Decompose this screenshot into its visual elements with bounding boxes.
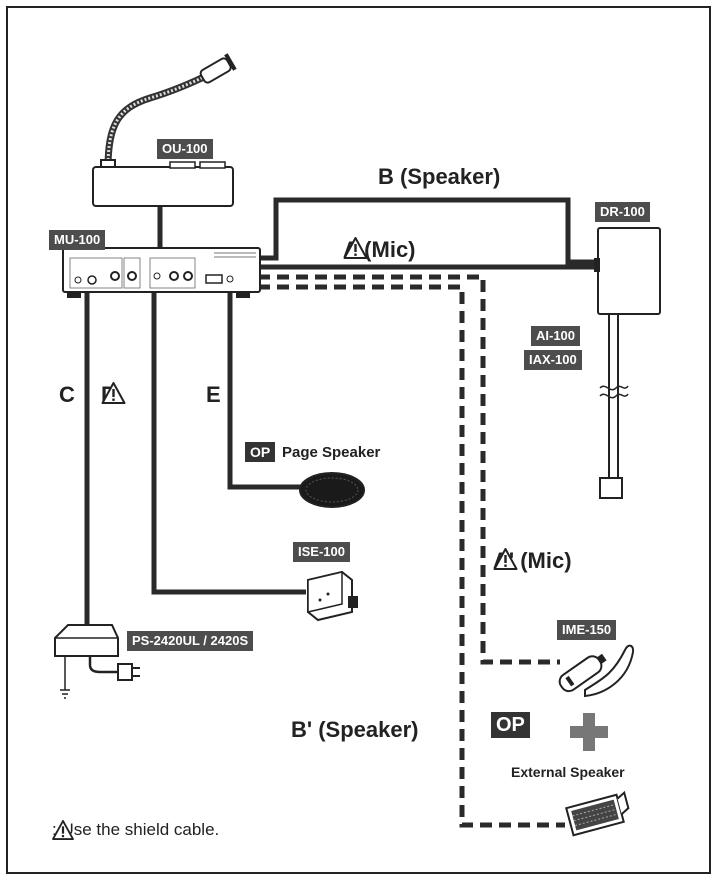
- shield-cable-note-text: : Use the shield cable.: [52, 820, 220, 839]
- dr100-label: DR-100: [595, 202, 650, 222]
- warning-icon: [101, 382, 126, 404]
- cable-b-prime-speaker: [258, 284, 565, 828]
- mu100-label: MU-100: [49, 230, 106, 250]
- ai100-label: AI-100: [531, 326, 581, 346]
- ou100-unit: [92, 53, 237, 207]
- ise100-label: ISE-100: [293, 542, 350, 562]
- cable-a-prime-mic: [258, 274, 560, 665]
- warning-icon: [343, 237, 368, 259]
- mu100-unit: [62, 247, 261, 298]
- warning-icon: [493, 548, 518, 570]
- dr100-unit: [594, 227, 661, 499]
- power-supply-unit: [54, 624, 140, 699]
- cable-a-prime-label-wrap: A' (Mic): [493, 548, 572, 574]
- cable-d-label-wrap: D: [101, 382, 117, 408]
- plus-icon: [570, 713, 608, 751]
- page-speaker-label: Page Speaker: [282, 444, 381, 461]
- op-badge-external: OP: [491, 712, 530, 738]
- cable-b-speaker: [258, 197, 600, 265]
- ise100-unit: [307, 570, 358, 622]
- page-speaker-unit: [299, 472, 365, 508]
- frame-border: [6, 6, 711, 874]
- external-speaker-unit: [565, 790, 630, 837]
- ime150-unit: [558, 644, 635, 698]
- shield-cable-note: : Use the shield cable.: [52, 820, 219, 840]
- ime150-label: IME-150: [557, 620, 617, 640]
- external-speaker-label: External Speaker: [511, 764, 625, 780]
- ps-label: PS-2420UL / 2420S: [127, 631, 254, 651]
- op-badge-page: OP: [245, 442, 276, 462]
- iax100-label: IAX-100: [524, 350, 582, 370]
- cable-d: [151, 292, 306, 595]
- cable-c-label: C: [59, 382, 75, 407]
- cable-a-label-wrap: A (Mic): [343, 237, 416, 263]
- cable-e-label: E: [206, 382, 221, 407]
- warning-icon: [52, 820, 74, 840]
- cable-b-label: B (Speaker): [378, 164, 501, 189]
- cable-e: [227, 292, 302, 490]
- cable-b-prime-label: B' (Speaker): [291, 717, 419, 742]
- ou100-label: OU-100: [157, 139, 213, 159]
